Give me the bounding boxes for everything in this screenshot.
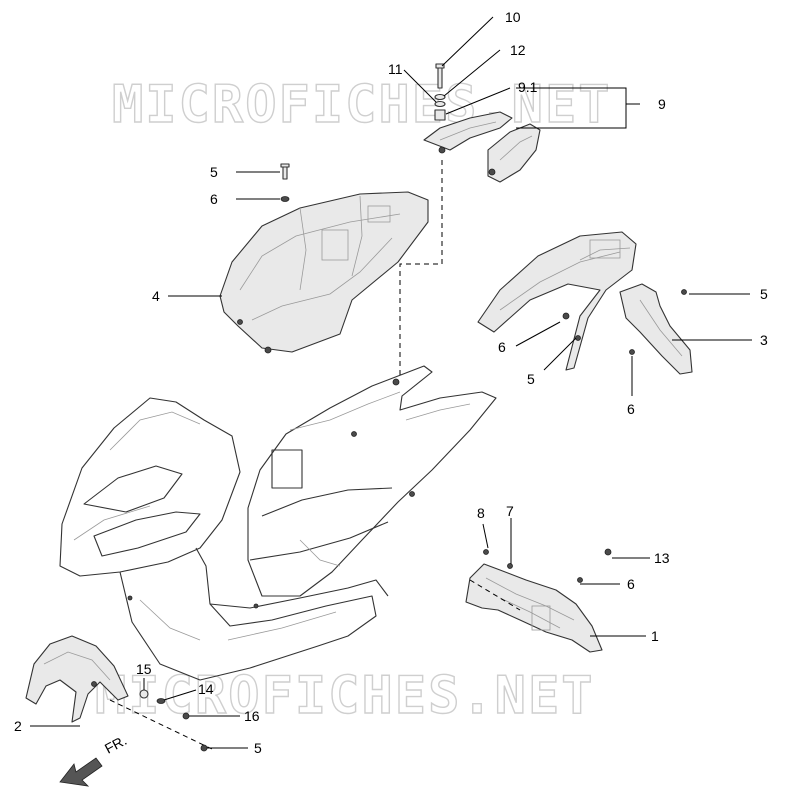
callout-14: 14 — [198, 681, 214, 697]
callout-11: 11 — [388, 61, 403, 77]
callout-9: 9 — [658, 96, 666, 112]
front-label: FR. — [102, 732, 129, 757]
callout-10: 10 — [505, 9, 521, 25]
callout-2: 2 — [14, 718, 22, 734]
callout-7: 7 — [506, 503, 514, 519]
callout-5-rear-cover: 5 — [760, 286, 768, 302]
watermark-bottom: MICROFICHES.NET — [95, 666, 595, 726]
main-body-covers — [59, 365, 497, 681]
callout-5-helmet-box: 5 — [210, 164, 218, 180]
callout-8: 8 — [477, 505, 485, 521]
front-arrow-icon — [59, 757, 103, 787]
callout-labels: 10 12 11 9.1 9 5 6 4 5 3 6 5 6 8 7 13 6 … — [14, 9, 768, 756]
part-4-helmet-box — [219, 191, 429, 354]
callout-13: 13 — [654, 550, 670, 566]
callout-6-rear-left: 6 — [498, 339, 506, 355]
part-1-rear-mudguard — [465, 549, 603, 653]
part-3-rear-cover — [477, 231, 693, 375]
part-13-bolt — [604, 548, 612, 556]
part-16-screw — [182, 712, 190, 720]
callout-6-helmet-box: 6 — [210, 191, 218, 207]
callout-3: 3 — [760, 332, 768, 348]
leader-lines — [30, 16, 752, 749]
callout-5-rear-lower: 5 — [527, 371, 535, 387]
part-11-washer — [434, 100, 446, 108]
part-12-washer — [434, 93, 446, 101]
part-6-nut-helmet-box — [280, 196, 290, 202]
part-5-screw-helmet-box — [280, 163, 290, 180]
callout-16: 16 — [244, 708, 260, 724]
callout-6-mudguard: 6 — [627, 576, 635, 592]
part-14-washer — [156, 698, 166, 704]
part-5-screw-front — [200, 744, 208, 752]
callout-15: 15 — [136, 661, 152, 677]
callout-1: 1 — [651, 628, 659, 644]
part-9-1-spacer — [434, 109, 446, 121]
part-10-bolt — [435, 63, 445, 89]
part-15-nut — [139, 689, 149, 699]
part-2-front-mudguard — [25, 635, 129, 723]
front-direction-indicator: FR. — [59, 732, 129, 787]
callout-5-front: 5 — [254, 740, 262, 756]
callout-12: 12 — [510, 42, 526, 58]
callout-4: 4 — [152, 288, 160, 304]
assembly-dash-lines — [109, 160, 521, 751]
part-9-rear-grab-handle — [423, 111, 541, 183]
callout-6-rear-right: 6 — [627, 401, 635, 417]
callout-9-1: 9.1 — [518, 79, 538, 95]
